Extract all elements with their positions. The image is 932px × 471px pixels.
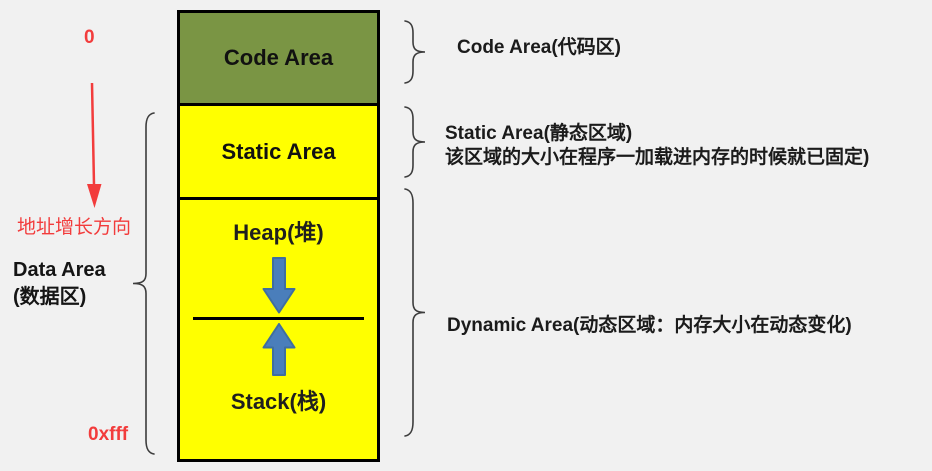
heap-stack-divider-line [193, 317, 364, 320]
dynamic-area-brace-icon [404, 188, 426, 437]
data-area-brace-icon [132, 112, 155, 455]
code-area-annotation: Code Area(代码区) [457, 37, 621, 58]
static-area-section-label: Static Area [221, 138, 336, 164]
end-address-label: 0xfff [88, 424, 129, 445]
address-growth-direction-label: 地址增长方向 [17, 217, 132, 238]
static-area-annotation-line1: Static Area(静态区域) [445, 123, 633, 144]
code-area-section-label: Code Area [223, 45, 334, 70]
code-area-section: Code Area [180, 13, 377, 106]
dynamic-area-section: Heap(堆) Stack(栈) [180, 200, 377, 459]
stack-grows-up-arrow-icon [262, 323, 295, 376]
address-growth-arrow-icon [87, 82, 102, 208]
dynamic-area-annotation: Dynamic Area(动态区域：内存大小在动态变化) [447, 315, 852, 336]
data-area-label-en: Data Area [13, 259, 106, 281]
heap-section-label: Heap(堆) [233, 220, 324, 245]
static-area-section: Static Area [180, 106, 377, 200]
static-area-annotation-line2: 该区域的大小在程序一加载进内存的时候就已固定) [445, 147, 870, 168]
heap-grows-down-arrow-icon [262, 257, 295, 314]
start-address-label: 0 [84, 27, 95, 48]
stack-section-label: Stack(栈) [230, 389, 327, 414]
memory-box: Code Area Static Area Heap(堆) Stack(栈) [177, 10, 380, 462]
code-area-brace-icon [404, 20, 426, 84]
static-area-annotation: Static Area(静态区域) 该区域的大小在程序一加载进内存的时候就已固定… [445, 122, 869, 170]
data-area-label: Data Area (数据区) [13, 257, 106, 311]
data-area-label-cn: (数据区) [13, 286, 87, 308]
static-area-brace-icon [404, 106, 426, 178]
